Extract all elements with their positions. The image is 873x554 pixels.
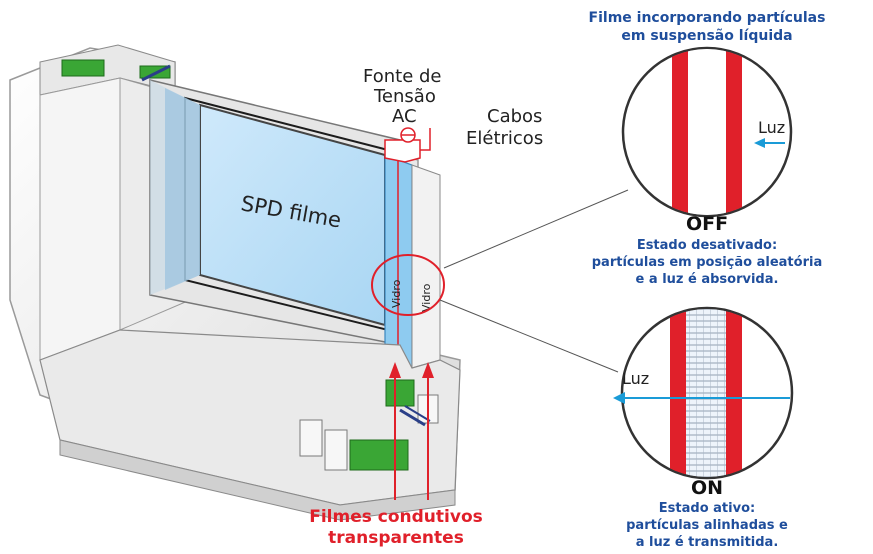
off-line1: Estado desativado:	[637, 238, 777, 253]
top-caption-line2: em suspensão líquida	[621, 28, 792, 44]
conductive-label-2: transparentes	[328, 528, 464, 548]
off-line3: e a luz é absorvida.	[636, 272, 779, 287]
cables-label-1: Cabos	[487, 106, 542, 127]
leader-line-off	[443, 189, 629, 269]
off-state-circle: Luz	[621, 46, 793, 218]
gasket-bottom	[349, 439, 409, 471]
ac-power-connector	[384, 127, 431, 163]
power-label-1: Fonte de	[363, 66, 442, 87]
cables-label-2: Elétricos	[466, 128, 543, 149]
conductive-label-1: Filmes condutivos	[309, 507, 483, 527]
top-caption-line1: Filme incorporando partículas	[589, 10, 826, 26]
power-label-2: Tensão	[373, 86, 436, 107]
window-frame	[9, 44, 461, 521]
light-arrow-off	[754, 138, 765, 148]
leader-line-on	[439, 299, 619, 373]
on-line2: partículas alinhadas e	[626, 518, 788, 533]
conductive-film-arrows	[389, 362, 434, 500]
gasket-top	[61, 59, 105, 77]
on-line1: Estado ativo:	[659, 501, 755, 516]
on-title: ON	[691, 477, 723, 499]
glass-label-2: Vidro	[420, 283, 433, 312]
light-label-off: Luz	[758, 118, 785, 137]
on-line3: a luz é transmitida.	[636, 535, 779, 549]
light-label-on: Luz	[622, 369, 649, 388]
glass-highlight-circle	[371, 254, 445, 316]
on-state-circle: Luz	[613, 306, 794, 480]
light-arrow-on	[613, 392, 625, 404]
off-title: OFF	[686, 213, 728, 235]
off-line2: partículas em posição aleatória	[592, 255, 822, 270]
glass-label-1: Vidro	[390, 279, 403, 308]
power-label-3: AC	[392, 106, 417, 127]
